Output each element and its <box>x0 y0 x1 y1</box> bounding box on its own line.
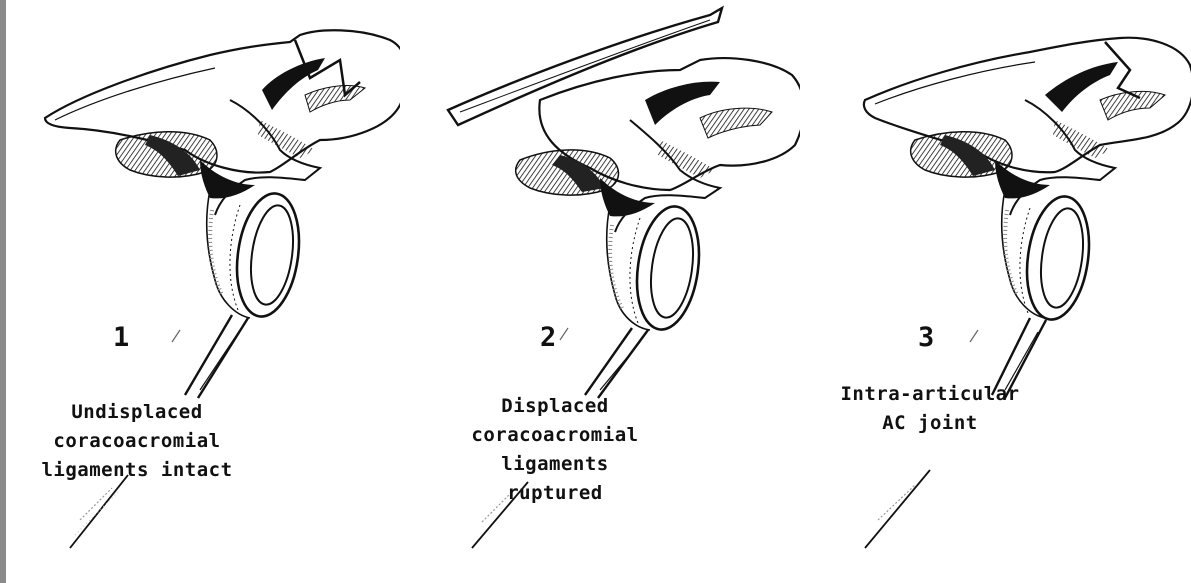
panel-3: 3 Intra-articular AC joint <box>800 0 1191 583</box>
panel-caption: Displaced coracoacromial ligaments ruptu… <box>430 392 680 508</box>
scapula-illustration-3 <box>800 0 1191 583</box>
caption-line: AC joint <box>805 409 1055 438</box>
caption-line: coracoacromial <box>2 427 272 456</box>
panel-number: 1 <box>113 322 130 353</box>
caption-line: ligaments intact <box>2 456 272 485</box>
panel-1: 1 Undisplaced coracoacromial ligaments i… <box>0 0 400 583</box>
caption-line: Displaced <box>430 392 680 421</box>
panel-number: 2 <box>540 322 557 353</box>
panel-caption: Undisplaced coracoacromial ligaments int… <box>2 398 272 485</box>
caption-line: coracoacromial <box>430 421 680 450</box>
panel-2: 2 Displaced coracoacromial ligaments rup… <box>400 0 800 583</box>
caption-line: ruptured <box>430 479 680 508</box>
caption-line: Intra-articular <box>805 380 1055 409</box>
caption-line: ligaments <box>430 450 680 479</box>
panel-caption: Intra-articular AC joint <box>805 380 1055 438</box>
scapula-illustration-1 <box>0 0 400 583</box>
panel-number: 3 <box>918 322 935 353</box>
caption-line: Undisplaced <box>2 398 272 427</box>
